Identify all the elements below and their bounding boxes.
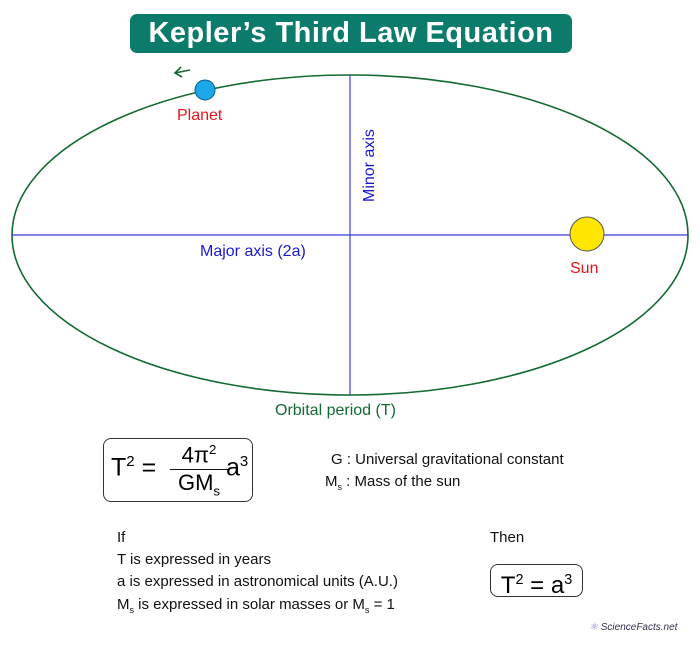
then-label: Then (490, 529, 525, 546)
sun-label: Sun (570, 260, 599, 277)
result-equation-box: T2 = a3 (490, 564, 583, 599)
equation-rhs: a3 (226, 453, 249, 482)
condition-2: a is expressed in astronomical units (A.… (117, 573, 398, 590)
direction-arrow-icon (173, 66, 191, 78)
legend-g: G : Universal gravitational constant (331, 451, 564, 468)
planet-label: Planet (177, 107, 223, 124)
sun-icon (569, 216, 605, 252)
title-banner: Kepler’s Third Law Equation (130, 14, 572, 53)
planet-icon (194, 79, 216, 101)
condition-3: Ms is expressed in solar masses or Ms = … (117, 596, 395, 615)
if-label: If (117, 529, 126, 546)
minor-axis-label: Minor axis (361, 129, 378, 202)
equation-fraction: 4π2 GMs (170, 442, 228, 499)
atom-icon: ⚛ (589, 622, 598, 633)
orbital-period-label: Orbital period (T) (275, 402, 396, 419)
legend-ms: Ms : Mass of the sun (325, 473, 461, 492)
kepler-equation-box: T2 = 4π2 GMs a3 (103, 438, 253, 502)
equation-lhs: T2 = (111, 453, 157, 482)
condition-1: T is expressed in years (117, 551, 271, 568)
sciencefacts-logo: ⚛ ScienceFacts.net (589, 622, 678, 633)
major-axis-label: Major axis (2a) (200, 243, 306, 260)
